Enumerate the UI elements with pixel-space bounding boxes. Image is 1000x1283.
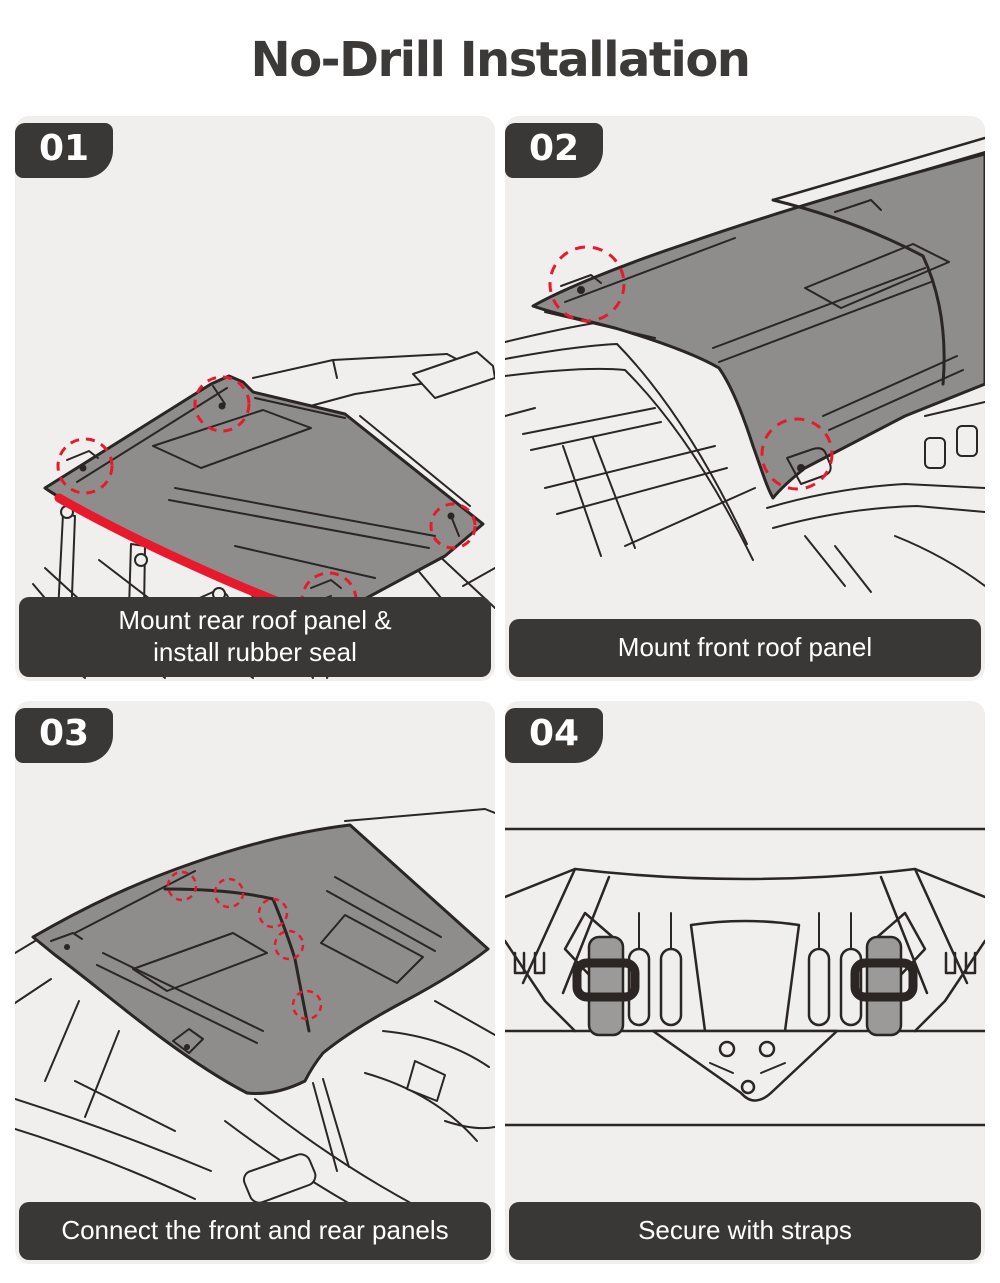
- rear-roof-panel: [43, 374, 485, 627]
- step-number: 02: [529, 127, 580, 169]
- step-number: 01: [39, 127, 90, 169]
- mount-point-highlights: [548, 245, 834, 491]
- step-number-badge: 02: [505, 122, 604, 178]
- center-bracket: [651, 1029, 839, 1102]
- rear-roof-panel-illustration: [32, 350, 495, 679]
- step-number-badge: 04: [505, 707, 604, 763]
- connected-roof-panels: [31, 823, 490, 1095]
- step-caption: Connect the front and rear panels: [19, 1201, 491, 1260]
- step-panel-02: 02 Mount front roof panel: [505, 115, 985, 681]
- step-number-badge: 01: [15, 122, 114, 178]
- step-number-badge: 03: [15, 707, 114, 763]
- caption-line: install rubber seal: [153, 636, 357, 667]
- step-number: 04: [529, 712, 580, 754]
- step-panel-03: 03 Connect the front and rear panels: [15, 700, 495, 1264]
- step-caption: Secure with straps: [509, 1201, 981, 1260]
- roof-underside-line-art: [505, 827, 985, 1126]
- front-roof-panel-illustration: [505, 136, 985, 593]
- caption-line: Mount rear roof panel &: [118, 605, 392, 636]
- steps-grid: 01 Mount rear roof panel & install rubbe…: [15, 115, 985, 1264]
- step-number: 03: [39, 712, 90, 754]
- step-caption: Mount rear roof panel & install rubber s…: [19, 597, 491, 677]
- caption-line: Connect the front and rear panels: [61, 1214, 449, 1245]
- securing-strap-left: [572, 935, 640, 1036]
- connected-panels-illustration: [15, 807, 495, 1240]
- straps-illustration: [505, 827, 985, 1126]
- step-panel-01: 01 Mount rear roof panel & install rubbe…: [15, 115, 495, 681]
- page-title: No-Drill Installation: [250, 32, 751, 88]
- connection-point-highlights: [166, 870, 323, 1020]
- vehicle-frame-line-art: [505, 320, 985, 593]
- step-panel-04: 04 Secure with straps: [505, 700, 985, 1264]
- caption-line: Secure with straps: [638, 1214, 852, 1245]
- caption-line: Mount front roof panel: [617, 631, 873, 662]
- securing-strap-right: [850, 935, 918, 1036]
- front-roof-panel: [531, 136, 985, 500]
- step-caption: Mount front roof panel: [509, 618, 981, 677]
